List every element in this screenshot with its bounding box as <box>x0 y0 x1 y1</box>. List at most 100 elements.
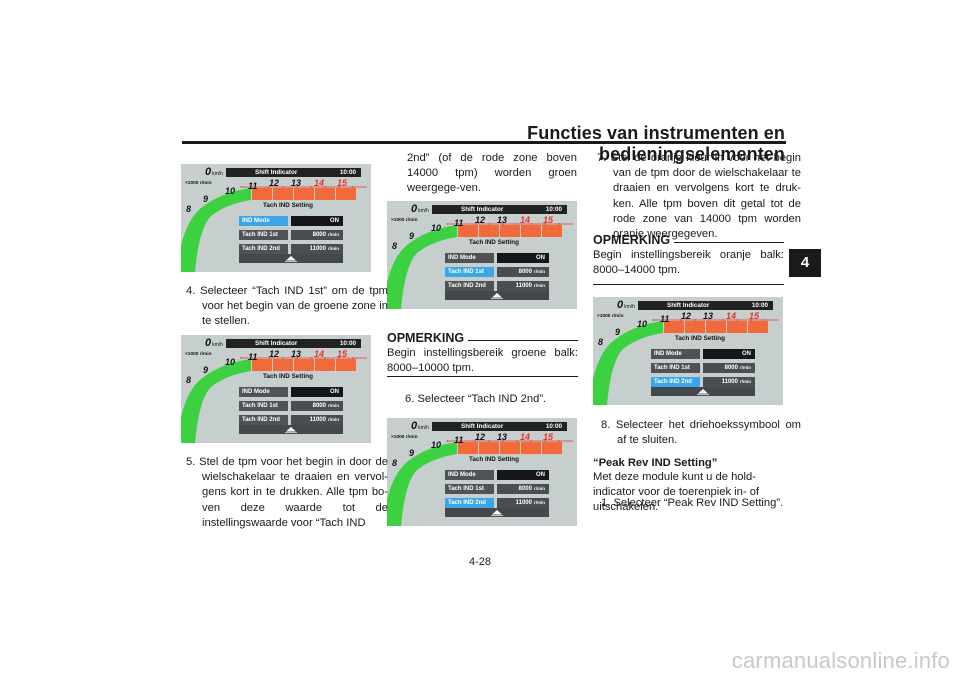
peak-rev-text: Met deze module kunt u de hold-indicator… <box>593 471 760 514</box>
orange-rpm-cell <box>252 188 272 200</box>
orange-rpm-cell <box>458 225 478 237</box>
step-7: 7. Stel de oranje kleur in voor het begi… <box>597 152 801 241</box>
rpm-label: 12 <box>475 215 485 225</box>
speed-value: 0 <box>411 420 418 432</box>
clock: 10:00 <box>545 206 562 213</box>
rpm-label: 9 <box>203 194 208 204</box>
rpm-label: 10 <box>225 357 235 367</box>
page-header-title: Functies van instrumenten en bedieningse… <box>527 123 785 164</box>
menu-item[interactable]: IND Mode <box>651 349 700 359</box>
rpm-label: 13 <box>291 349 301 359</box>
speed-value: 0 <box>617 299 624 311</box>
orange-rpm-cell <box>664 321 684 333</box>
rpm-label: 14 <box>520 432 530 442</box>
rpm-label: 14 <box>726 311 736 321</box>
note-divider <box>387 376 578 377</box>
menu-item[interactable]: Tach IND 2nd <box>239 244 288 254</box>
step-8: 8. Selecteer het driehoekssymbool om af … <box>601 419 801 447</box>
orange-rpm-cell <box>748 321 768 333</box>
clock: 10:00 <box>339 340 356 347</box>
menu-item[interactable]: Tach IND 1st <box>445 484 494 494</box>
orange-rpm-cell <box>521 225 541 237</box>
tach-ind-setting-title: Tach IND Setting <box>263 373 313 380</box>
menu-item[interactable]: Tach IND 1st <box>239 401 288 411</box>
orange-rpm-cell <box>458 442 478 454</box>
orange-rpm-cell <box>542 225 562 237</box>
exit-triangle-button[interactable] <box>445 508 549 517</box>
note-title: OPMERKING <box>387 331 465 345</box>
orange-rpm-cell <box>273 188 293 200</box>
exit-triangle-button[interactable] <box>651 387 755 396</box>
orange-rpm-cell <box>315 359 335 371</box>
menu-item[interactable]: IND Mode <box>445 470 494 480</box>
green-rpm-arc <box>181 188 251 272</box>
menu-item[interactable]: Tach IND 1st <box>445 267 494 277</box>
exit-triangle-button[interactable] <box>239 254 343 263</box>
orange-rpm-cell <box>542 442 562 454</box>
menu-item[interactable]: Tach IND 2nd <box>445 281 494 291</box>
rpm-label: 9 <box>203 365 208 375</box>
triangle-icon <box>491 293 503 300</box>
peak-rev-heading: “Peak Rev IND Setting” <box>593 457 718 469</box>
triangle-icon <box>491 510 503 517</box>
rpm-label: 10 <box>431 440 441 450</box>
note-divider <box>593 284 784 285</box>
rpm-label: 15 <box>337 349 348 359</box>
rpm-label: 13 <box>703 311 713 321</box>
orange-rpm-cell <box>479 225 499 237</box>
rpm-unit: ×1000 r/min <box>391 435 418 440</box>
speed-value: 0 <box>411 203 418 215</box>
menu-item[interactable]: Tach IND 1st <box>651 363 700 373</box>
shift-indicator-title: Shift Indicator <box>255 340 298 347</box>
tach-ind-setting-title: Tach IND Setting <box>469 456 519 463</box>
menu-item[interactable]: Tach IND 2nd <box>445 498 494 508</box>
rpm-label: 13 <box>497 432 507 442</box>
orange-rpm-cell <box>294 359 314 371</box>
speed-unit: km/h <box>418 425 429 431</box>
green-rpm-arc <box>181 359 251 443</box>
rpm-label: 10 <box>637 319 647 329</box>
note-heading-orange: OPMERKING <box>593 233 784 247</box>
menu-item[interactable]: IND Mode <box>239 216 288 226</box>
rpm-label: 12 <box>681 311 691 321</box>
orange-rpm-cell <box>706 321 726 333</box>
exit-triangle-button[interactable] <box>239 425 343 434</box>
step-1: 1. Selecteer “Peak Rev IND Setting”. <box>601 497 784 509</box>
menu-item[interactable]: IND Mode <box>445 253 494 263</box>
orange-rpm-cell <box>727 321 747 333</box>
step-4: 4. Selecteer “Tach IND 1st” om de tpm vo… <box>186 285 388 328</box>
rpm-label: 11 <box>248 181 257 191</box>
green-rpm-arc <box>387 225 457 309</box>
rpm-label: 8 <box>186 204 191 214</box>
rpm-label: 14 <box>520 215 530 225</box>
menu-value: ON <box>703 349 755 359</box>
rpm-label: 15 <box>749 311 760 321</box>
rpm-unit: ×1000 r/min <box>597 314 624 319</box>
menu-value: ON <box>291 387 343 397</box>
triangle-icon <box>285 256 297 263</box>
menu-item[interactable]: IND Mode <box>239 387 288 397</box>
rpm-label: 13 <box>497 215 507 225</box>
clock: 10:00 <box>751 302 768 309</box>
exit-triangle-button[interactable] <box>445 291 549 300</box>
speed-readout: 0km/h <box>617 299 635 311</box>
tach-ind-setting-title: Tach IND Setting <box>469 239 519 246</box>
note-heading-green: OPMERKING <box>387 331 578 345</box>
menu-item[interactable]: Tach IND 2nd <box>651 377 700 387</box>
menu-item[interactable]: Tach IND 1st <box>239 230 288 240</box>
tach-ind-setting-title: Tach IND Setting <box>263 202 313 209</box>
menu-item[interactable]: Tach IND 2nd <box>239 415 288 425</box>
